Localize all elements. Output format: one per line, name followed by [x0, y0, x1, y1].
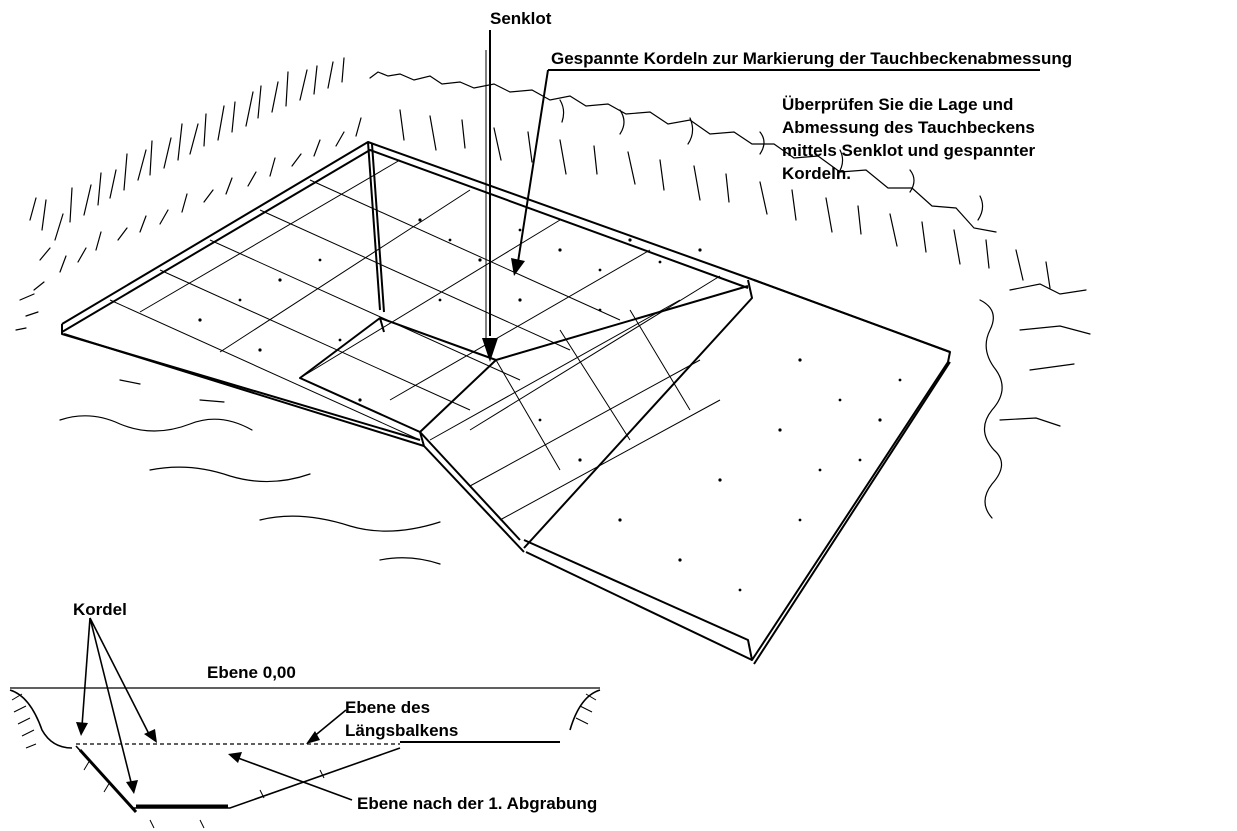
cross-section-arrows — [81, 617, 353, 801]
senklot-label: Senklot — [490, 9, 552, 28]
cords-label: Gespannte Kordeln zur Markierung der Tau… — [551, 49, 1073, 68]
grass-texture — [15, 57, 1091, 565]
excavation-level-label: Ebene nach der 1. Abgrabung — [357, 794, 598, 813]
excavation-frame — [61, 141, 951, 665]
leader-arrows — [485, 30, 1040, 340]
cross-section — [9, 687, 601, 829]
kordel-label: Kordel — [73, 600, 127, 619]
stipple-texture — [198, 218, 902, 592]
cord-grid — [109, 159, 721, 521]
beam-level-label: Ebene des Längsbalkens — [345, 698, 459, 740]
ground-level-label: Ebene 0,00 — [207, 663, 296, 682]
cross-section-arrow-heads — [76, 722, 320, 794]
instruction-note: Überprüfen Sie die Lage und Abmessung de… — [782, 95, 1036, 183]
arrow-heads — [482, 258, 525, 362]
